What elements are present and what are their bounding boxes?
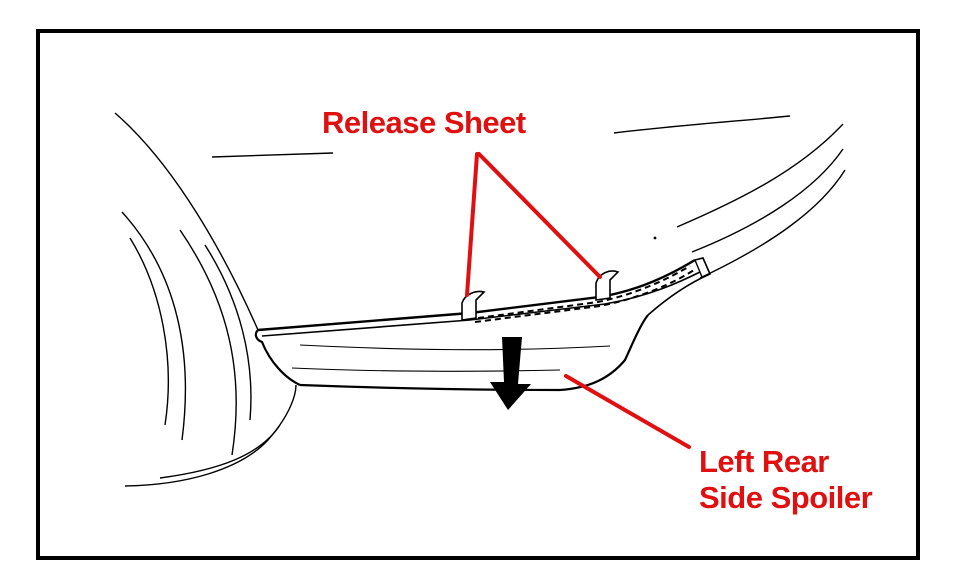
side-spoiler-label-line-1: Left Rear <box>699 444 829 479</box>
callout-line-release-right <box>477 152 602 279</box>
contour-dot <box>653 236 657 240</box>
contour-fender-1 <box>676 123 844 228</box>
callout-line-spoiler <box>564 374 691 449</box>
side-spoiler-label-line-2: Side Spoiler <box>699 480 873 515</box>
tire-lower-curve <box>159 424 281 479</box>
contour-fender-3 <box>699 169 846 279</box>
release-tab-left <box>461 290 486 321</box>
side-spoiler-part <box>254 257 712 392</box>
release-sheet-tabs <box>461 270 620 321</box>
callout-line-release-left <box>465 152 479 297</box>
spoiler-tail-strip <box>647 257 712 316</box>
tire-arc-2 <box>129 237 169 426</box>
tire-arc-4 <box>204 244 252 421</box>
contour-left <box>211 152 334 158</box>
spoiler-bottom-edge <box>299 314 649 392</box>
spoiler-face-line-1 <box>299 344 611 351</box>
spoiler-face-line-2 <box>291 367 561 372</box>
callout-lines <box>465 152 691 449</box>
spoiler-tail-tip <box>694 259 703 278</box>
side-spoiler-label: Left Rear Side Spoiler <box>699 444 873 516</box>
tire-arc-1 <box>121 211 187 441</box>
arrow-down-icon <box>490 337 531 410</box>
tire-outline <box>114 112 297 487</box>
body-contours <box>211 115 846 279</box>
tire-arc-outer <box>114 112 259 331</box>
release-sheet-label: Release Sheet <box>322 105 526 140</box>
spoiler-front-lip <box>254 329 301 386</box>
tire-bottom <box>124 384 297 487</box>
contour-fender-2 <box>691 148 844 253</box>
contour-right-top <box>613 115 791 134</box>
spoiler-inner-line <box>261 271 701 337</box>
tire-arc-3 <box>179 229 237 456</box>
adhesive-tape-dashes-2 <box>477 265 691 319</box>
